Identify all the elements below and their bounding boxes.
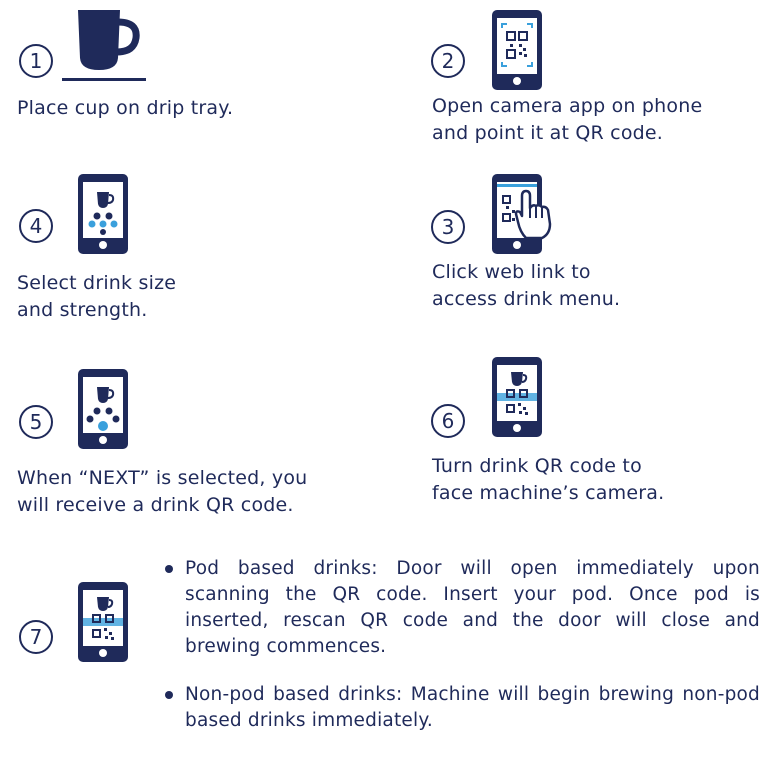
mug-icon [62, 10, 146, 81]
step-2-line-2: and point it at QR code. [432, 122, 664, 144]
bullet-non-pod-based-text: Non-pod based drinks: Machine will begin… [185, 684, 760, 731]
step-4-line-1: Select drink size [17, 272, 177, 294]
bullet-pod-based: Pod based drinks: Door will open immedia… [165, 556, 760, 660]
step-7-number: 7 [19, 620, 53, 654]
step-2-text: Open camera app on phone and point it at… [432, 93, 702, 147]
step-6-text: Turn drink QR code to face machine’s cam… [432, 453, 664, 507]
step-3-line-2: access drink menu. [432, 288, 621, 310]
phone-menu-icon [78, 174, 128, 254]
step-5-number: 5 [19, 405, 53, 439]
bullet-pod-based-text: Pod based drinks: Door will open immedia… [185, 558, 760, 657]
step-6-line-2: face machine’s camera. [432, 482, 665, 504]
step-4-line-2: and strength. [17, 299, 148, 321]
phone-next-icon [78, 369, 128, 449]
step-1-text: Place cup on drip tray. [17, 97, 234, 119]
step-1-number: 1 [19, 44, 53, 78]
step-2-number: 2 [431, 44, 465, 78]
phone-qr-icon [492, 10, 542, 90]
step-4-text: Select drink size and strength. [17, 270, 176, 324]
step-5-line-2: will receive a drink QR code. [17, 494, 294, 516]
step-3-text: Click web link to access drink menu. [432, 259, 620, 313]
step-6-number: 6 [431, 404, 465, 438]
step-2-line-1: Open camera app on phone [432, 95, 703, 117]
bullet-dot [165, 691, 173, 699]
phone-tap-qr-icon [492, 174, 552, 254]
step-6-line-1: Turn drink QR code to [432, 455, 642, 477]
bullet-non-pod-based: Non-pod based drinks: Machine will begin… [165, 682, 760, 734]
step-5-text: When “NEXT” is selected, you will receiv… [17, 465, 307, 519]
step-3-number: 3 [431, 210, 465, 244]
bullet-dot [165, 565, 173, 573]
step-5-line-1: When “NEXT” is selected, you [17, 467, 308, 489]
step-3-line-1: Click web link to [432, 261, 591, 283]
step-7-bullet-list: Pod based drinks: Door will open immedia… [165, 556, 760, 756]
phone-drink-qr-icon [492, 357, 542, 437]
phone-drink-qr-icon [78, 582, 128, 662]
step-4-number: 4 [19, 209, 53, 243]
